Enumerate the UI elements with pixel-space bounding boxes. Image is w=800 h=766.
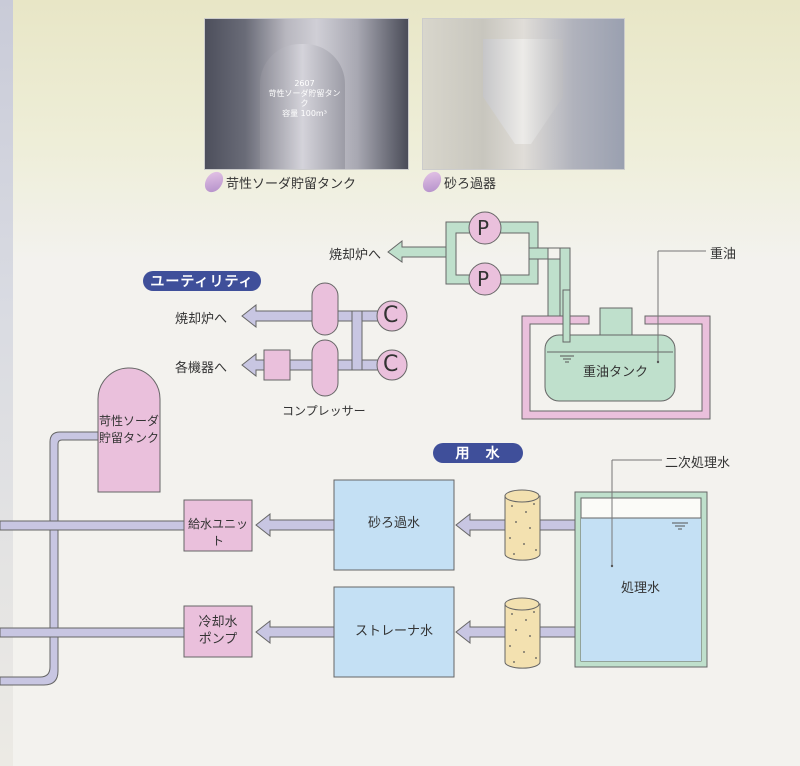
arrow-to-cooling-pump: [255, 619, 335, 645]
photo-caption-2: 砂ろ過器: [419, 168, 497, 196]
label-to-equipment: 各機器へ: [175, 361, 228, 376]
photo-sand-filter: [422, 18, 625, 170]
arrow-to-supply-unit: [255, 512, 335, 538]
label-secondary-treated-water: 二次処理水: [665, 456, 731, 471]
label-to-incinerator-air: 焼却炉へ: [175, 312, 228, 327]
photo-caustic-soda-tank: 2607 苛性ソーダ貯留タンク 容量 100m³: [204, 18, 409, 170]
filter-media-dots: [509, 503, 537, 663]
level-mark-icon: [560, 355, 574, 363]
arrow-sand-filter-out: [455, 512, 506, 538]
label-treated-water: 処理水: [621, 581, 661, 596]
label-heavy-oil: 重油: [710, 247, 737, 262]
arrow-to-incinerator-fuel: [387, 239, 447, 263]
water-section-badge: 用 水: [433, 443, 523, 463]
tank-manhole: [599, 307, 633, 336]
leader-dot: [656, 360, 660, 364]
caustic-tank-label-line: 苛性ソーダ: [98, 414, 159, 428]
sand-filtered-water-tank: [333, 479, 455, 571]
label-water-supply-unit: 給水ユニット: [187, 517, 248, 548]
leader-dot: [610, 564, 614, 568]
supply-unit-outflow-pipe: [0, 520, 185, 531]
caption-text: 砂ろ過器: [444, 176, 497, 192]
label-cooling-water-pump: 冷却水 ポンプ: [184, 614, 252, 648]
caustic-tank-label: 苛性ソーダ 貯留タンク: [98, 413, 160, 447]
strainer-water-tank: [333, 586, 455, 678]
caustic-return-pipe: [0, 431, 99, 686]
cooling-pump-outflow-pipe: [0, 627, 185, 638]
compressor-bottom: [376, 349, 408, 381]
treated-water: [581, 518, 701, 661]
sign-line: 2607: [294, 79, 315, 88]
caption-text: 苛性ソーダ貯留タンク: [226, 176, 357, 192]
water-level-mark-icon: [672, 522, 688, 530]
pump-loop: [445, 221, 561, 323]
label-sand-filtered-water: 砂ろ過水: [367, 516, 420, 531]
compressor-symbol-bottom: C: [383, 352, 399, 377]
arrow-strainer-out: [455, 619, 506, 645]
pump-symbol-bottom: P: [477, 267, 490, 291]
pump-symbol-top: P: [477, 216, 490, 240]
air-receiver-top: [311, 282, 339, 336]
left-margin-strip: [0, 0, 13, 766]
label-heavy-oil-tank: 重油タンク: [583, 365, 649, 380]
compressor-top: [376, 300, 408, 332]
cooling-pump-label-line: 冷却水: [198, 615, 238, 630]
label-strainer-water: ストレーナ水: [354, 624, 433, 639]
caustic-tank-label-line: 貯留タンク: [98, 431, 159, 445]
arrow-to-incinerator-air: [241, 303, 313, 329]
tank-inlet-pipe: [562, 289, 571, 343]
sign-line: 容量 100m³: [282, 109, 327, 118]
compressor-symbol-top: C: [383, 303, 399, 328]
utility-pipes: [241, 303, 379, 378]
caustic-soda-tank: [97, 367, 161, 493]
utility-section-badge: ユーティリティ: [143, 271, 261, 291]
tank-photo-sign: 2607 苛性ソーダ貯留タンク 容量 100m³: [267, 79, 342, 119]
label-to-incinerator-fuel: 焼却炉へ: [329, 248, 382, 263]
air-dryer: [263, 349, 291, 381]
arrow-to-equipment: [241, 352, 265, 378]
tank-pit: [521, 315, 711, 420]
label-compressor: コンプレッサー: [282, 404, 366, 418]
photo-caption-1: 苛性ソーダ貯留タンク: [201, 168, 357, 196]
pump-bottom: [468, 262, 502, 296]
sand-filter-top: [504, 489, 541, 561]
tank-photo-shape: [260, 44, 345, 169]
pump-top: [468, 211, 502, 245]
strainer-filter: [504, 597, 541, 669]
air-receiver-bottom: [311, 339, 339, 397]
water-supply-unit: [183, 499, 253, 552]
cooling-water-pump: [183, 605, 253, 658]
cooling-pump-label-line: ポンプ: [198, 632, 238, 647]
sign-line: 苛性ソーダ貯留タンク: [268, 89, 341, 108]
